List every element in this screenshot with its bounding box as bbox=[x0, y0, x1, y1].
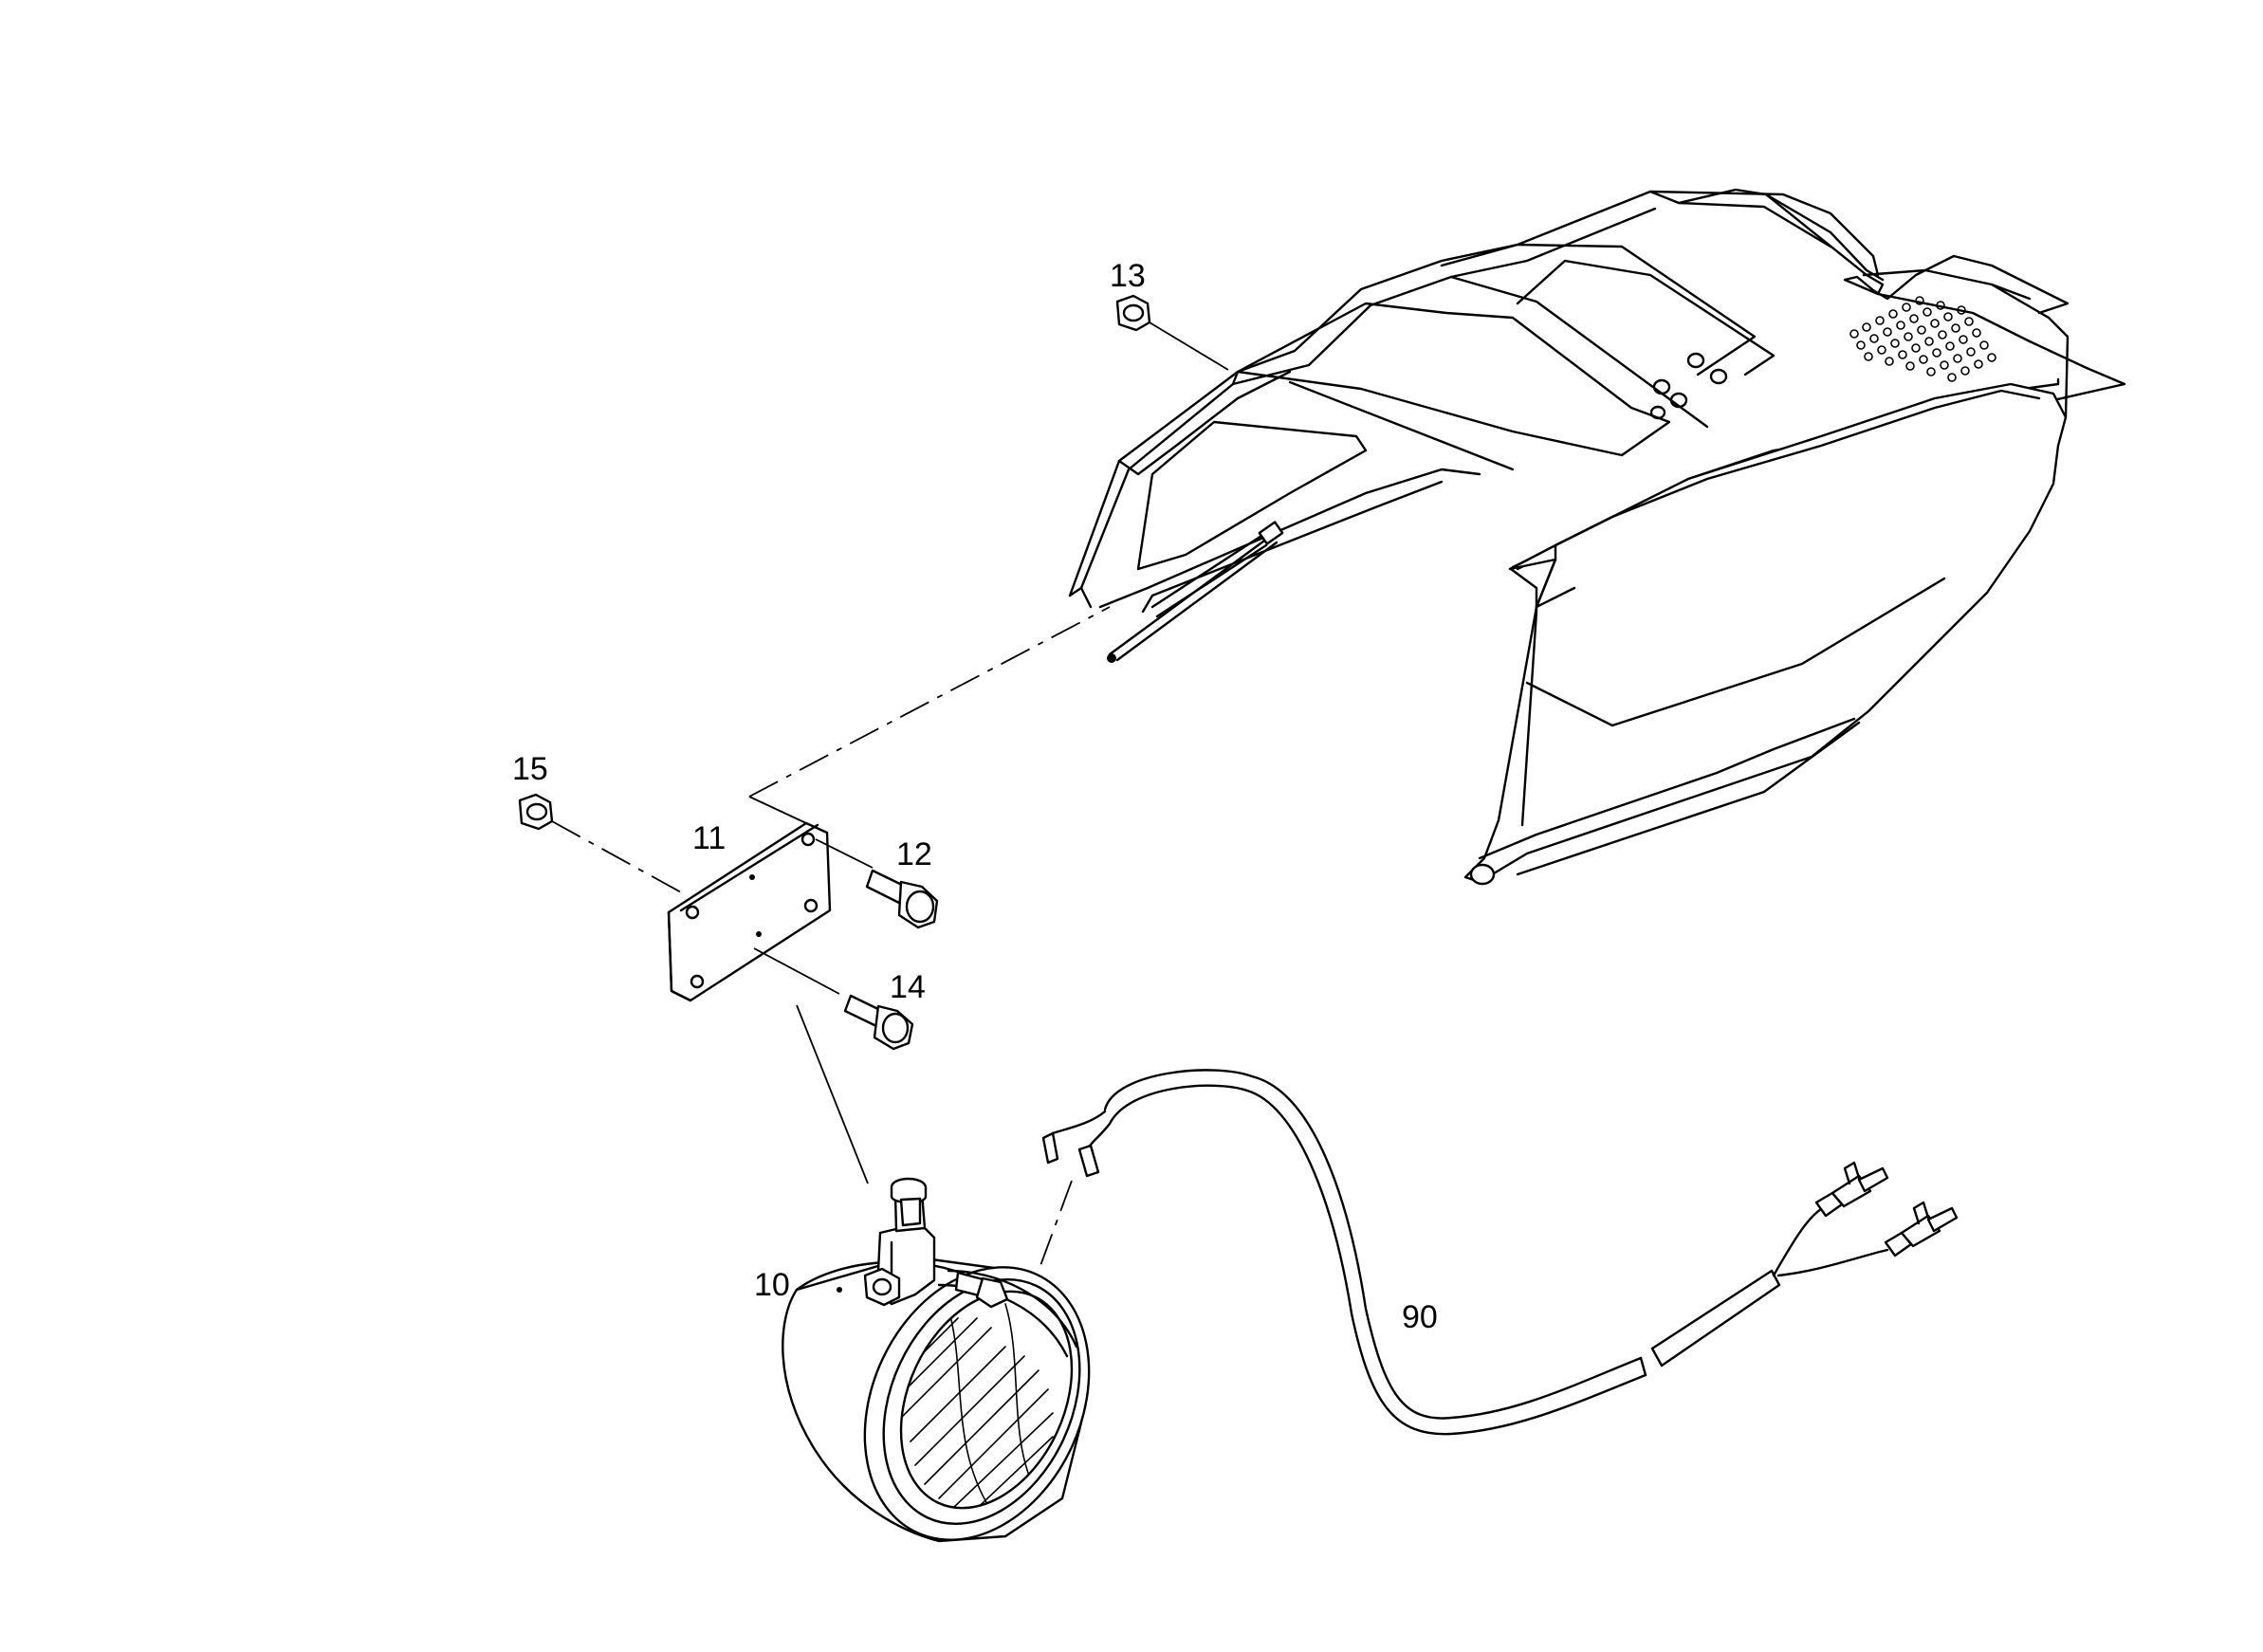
nut-13 bbox=[1115, 294, 1229, 371]
bolt-12 bbox=[865, 869, 939, 929]
callout-10: 10 bbox=[754, 1267, 790, 1303]
nut-15 bbox=[518, 793, 684, 894]
callout-12: 12 bbox=[896, 836, 932, 872]
callout-15: 15 bbox=[512, 751, 548, 787]
callout-90: 90 bbox=[1402, 1299, 1438, 1335]
bolt-14 bbox=[843, 994, 914, 1051]
frame-assembly bbox=[1068, 188, 2126, 886]
vent-holes bbox=[1849, 296, 1996, 382]
callout-11: 11 bbox=[692, 820, 726, 856]
callout-13: 13 bbox=[1110, 258, 1146, 294]
callout-labels: 10 11 12 13 14 15 90 bbox=[512, 258, 1438, 1335]
wire-harness-90 bbox=[1038, 1069, 1959, 1436]
bracket-plate-11 bbox=[667, 606, 1111, 1184]
callout-14: 14 bbox=[890, 969, 926, 1005]
work-lamp-10 bbox=[782, 1177, 1091, 1543]
